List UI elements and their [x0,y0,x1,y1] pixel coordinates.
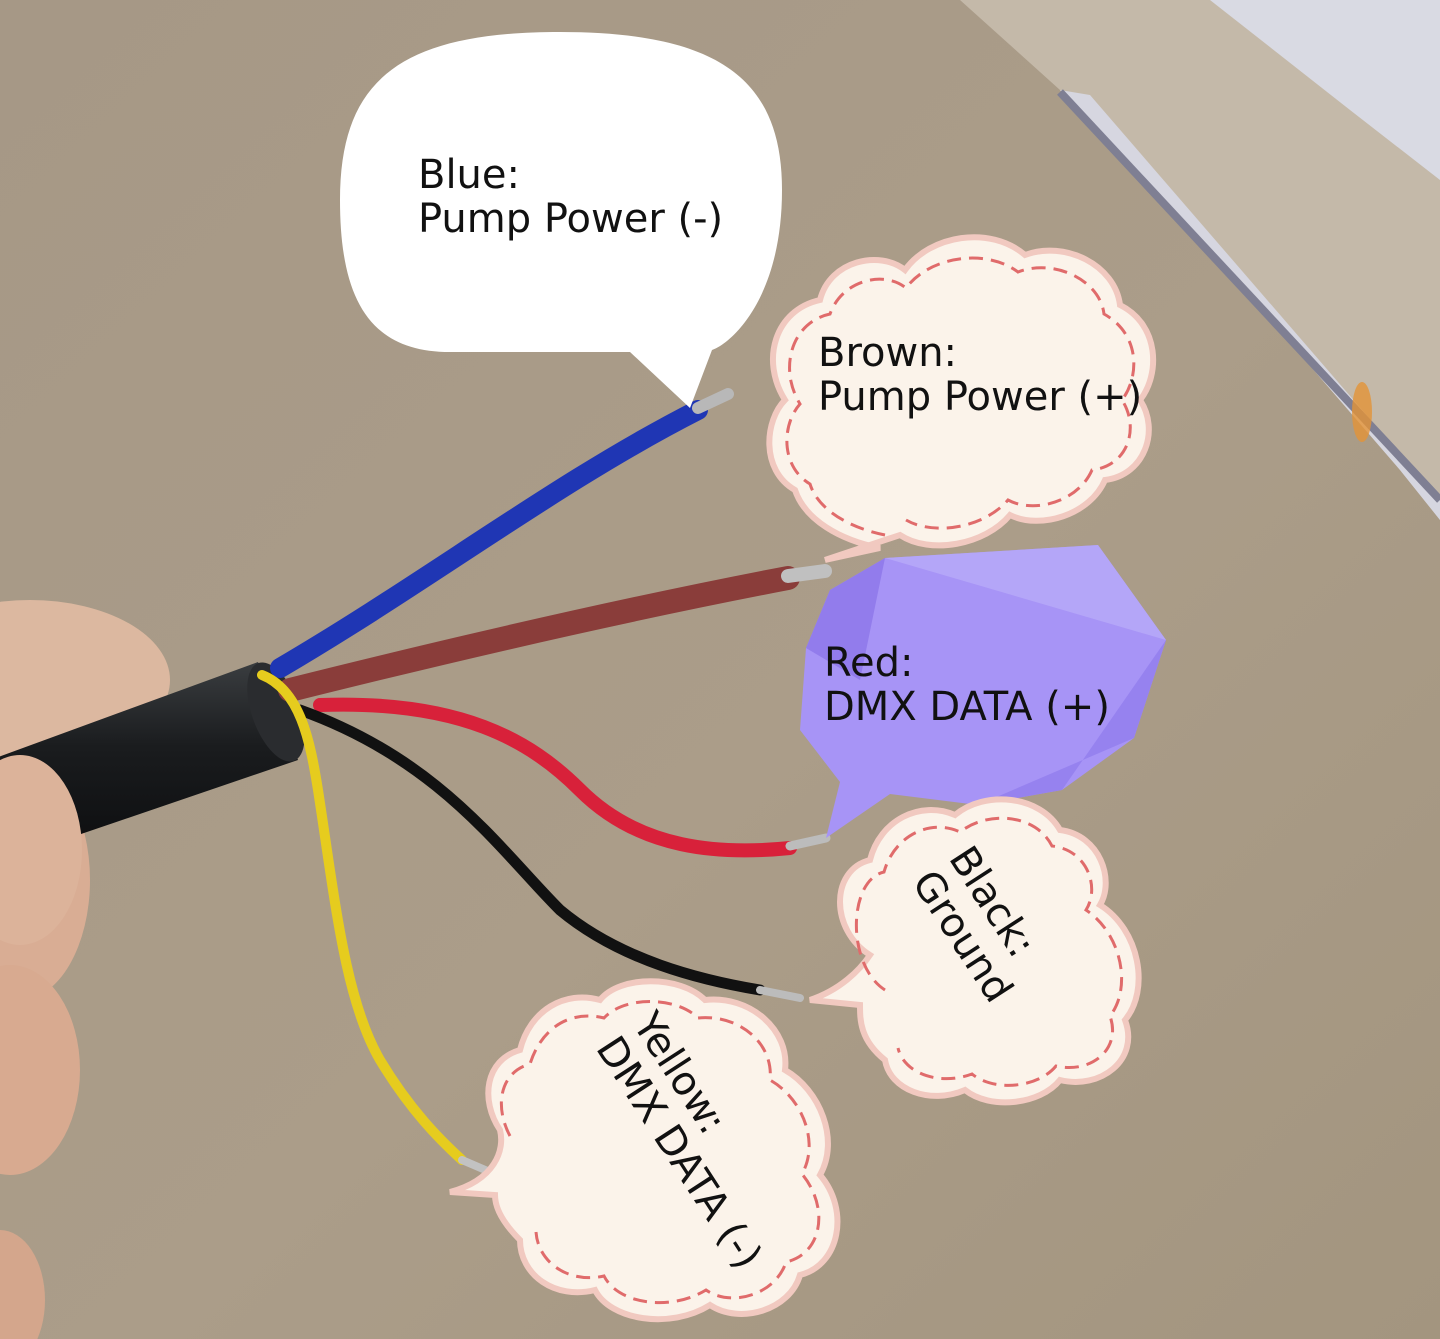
box-edge-area [960,0,1440,520]
brown-wire-tip [781,564,832,583]
red-wire [313,697,797,858]
callout-blue-line2: Pump Power (-) [418,196,723,242]
yellow-wire [257,670,467,1165]
callout-blue-line1: Blue: [418,152,520,198]
brown-wire [278,566,800,702]
callout-yellow: Yellow: DMX DATA (-) [449,978,841,1323]
callout-brown: Brown: Pump Power (+) [766,234,1157,563]
callout-blue: Blue: Pump Power (-) [340,32,782,408]
callout-brown-line2: Pump Power (+) [818,374,1142,420]
blue-wire-tip [692,388,734,414]
box-corner [1210,0,1440,180]
black-wire-tip [756,986,804,1002]
blue-wire [270,400,708,678]
callout-red-line1: Red: [824,640,913,686]
callout-red: Red: DMX DATA (+) [800,545,1166,838]
callout-black: Black: Ground [809,796,1142,1106]
orange-spot [1352,382,1372,442]
hand-front-finger [0,755,82,945]
callout-red-line2: DMX DATA (+) [824,684,1110,730]
black-wire [294,704,766,996]
callout-brown-line1: Brown: [818,330,957,376]
box-fold-line [1057,89,1440,503]
red-wire-tip [785,833,831,851]
